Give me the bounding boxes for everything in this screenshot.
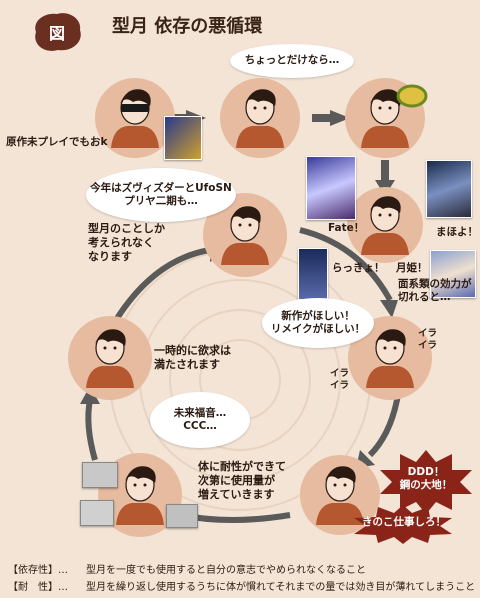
sunglasses-icon	[121, 104, 149, 112]
legend-key: 【耐 性】…	[8, 582, 68, 593]
badge-label: 図	[48, 24, 65, 43]
game-case-icon	[166, 504, 198, 528]
label-mahoyo: まほよ！	[436, 226, 478, 238]
bubble-text: 新作がほしい！ リメイクがほしい！	[270, 309, 366, 335]
game-cover-icon	[430, 250, 476, 298]
legend-dependence: 【依存性】… 型月を一度でも使用すると自分の意志でやめられなくなること	[8, 561, 366, 576]
satisfied-caption: 一時的に欲求は 満たされます	[154, 344, 231, 371]
game-case-icon	[80, 500, 114, 526]
legend-text: 型月を繰り返し使用するうちに体が慣れてそれまでの量では効き目が薄れてしまうこと	[86, 582, 476, 593]
thinking-caption: 型月のことしか 考えられなく なります	[88, 222, 165, 263]
starburst-icon	[354, 505, 452, 544]
irritation-mark-b: イラ イラ	[330, 368, 350, 391]
speech-bubble-just-a-bit: ちょっとだけなら…	[230, 44, 354, 78]
tolerance-caption: 体に耐性ができて 次第に使用量が 増えていきます	[198, 460, 286, 501]
speech-bubble-future: 未来福音… CCC…	[150, 392, 250, 448]
speech-bubble-demand: 新作がほしい！ リメイクがほしい！	[262, 298, 374, 348]
kinoko-callout: きのこ仕事しろ！	[362, 516, 446, 528]
legend-text: 型月を一度でも使用すると自分の意志でやめられなくなること	[86, 565, 366, 576]
bubble-text: ちょっとだけなら…	[244, 54, 340, 67]
label-rakkyo: らっきょ！	[332, 262, 385, 274]
bubble-text: 未来福音… CCC…	[173, 406, 227, 432]
no-play-label: 原作未プレイでもおk	[6, 136, 108, 148]
game-cover-icon	[164, 116, 202, 160]
ddd-callout: DDD！ 鋼の大地！	[399, 466, 453, 492]
game-cover-icon	[306, 156, 356, 220]
badge-splat-icon	[35, 13, 81, 51]
diagram-title: 型月 依存の悪循環	[112, 16, 263, 37]
label-fate: Fate！	[328, 222, 365, 234]
game-cover-icon	[426, 160, 472, 218]
legend-key: 【依存性】…	[8, 565, 68, 576]
game-cover-icon	[298, 248, 328, 300]
legend-tolerance: 【耐 性】… 型月を繰り返し使用するうちに体が慣れてそれまでの量では効き目が薄れて…	[8, 578, 475, 593]
irritation-mark-a: イラ イラ	[418, 328, 438, 351]
figure-badge: 図	[30, 10, 84, 54]
label-tsukihime: 月姫！	[396, 262, 428, 274]
turtle-shell-icon	[396, 84, 428, 108]
withdrawal-caption: 面系類の効力が 切れると…	[398, 278, 472, 304]
game-case-icon	[82, 462, 118, 488]
speech-bubble-sequels: 今年はズヴィズダーとUfoSN プリヤ二期も…	[86, 168, 236, 222]
bubble-text: 今年はズヴィズダーとUfoSN プリヤ二期も…	[90, 181, 232, 207]
starburst-icon	[380, 450, 472, 514]
